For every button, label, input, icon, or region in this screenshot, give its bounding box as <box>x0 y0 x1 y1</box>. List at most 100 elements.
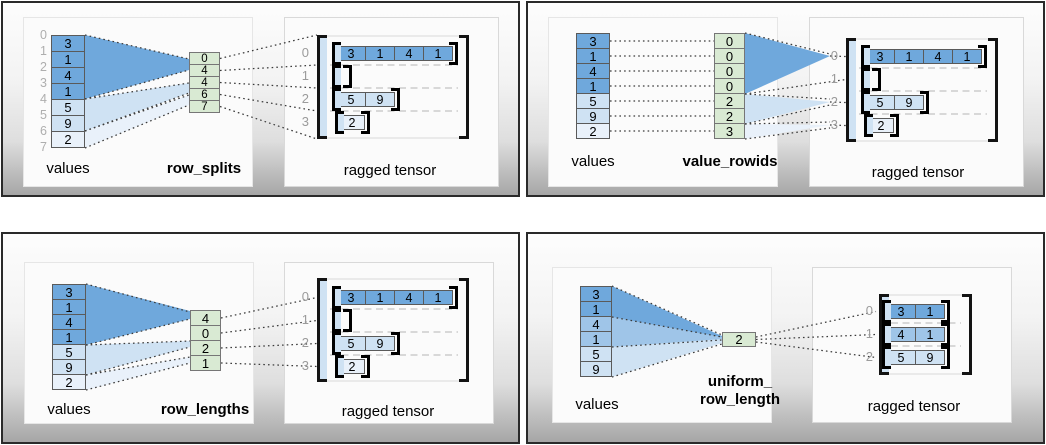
row-lengths-cell: 1 <box>190 355 221 371</box>
dotted-connectors <box>85 283 318 391</box>
tensor-row: 5 9 <box>861 91 929 114</box>
row-open-bracket <box>882 346 891 369</box>
value-cell: 5 <box>580 346 612 362</box>
tensor-row-empty <box>861 68 881 91</box>
row-close-bracket <box>941 323 950 346</box>
tensor-row-empty <box>332 309 352 332</box>
panel-row-splits: 0 1 2 3 4 5 6 7 3 1 4 1 5 9 2 0 4 4 6 7 … <box>1 1 520 197</box>
tensor-frame-lines <box>856 38 988 142</box>
connector-graphics <box>610 32 988 142</box>
value-cell: 3 <box>580 286 612 302</box>
row-close-bracket <box>449 286 458 309</box>
row-index: 1 <box>301 68 309 83</box>
dotted-connectors <box>611 285 877 378</box>
funnel-light <box>86 341 190 375</box>
tensor-row-empty <box>332 65 352 88</box>
tensor-row: 3 1 4 1 <box>861 45 987 68</box>
tensor-cell: 9 <box>365 336 395 351</box>
value-rowids-column: 0 0 0 0 2 2 3 <box>714 33 745 139</box>
tensor-row: 2 <box>335 355 370 378</box>
value-rowids-cell: 0 <box>714 78 745 94</box>
value-rowids-cell: 0 <box>714 48 745 64</box>
row-close-bracket <box>343 309 352 332</box>
row-open-bracket <box>335 111 344 134</box>
tensor-cell: 4 <box>394 46 424 61</box>
value-cell: 2 <box>51 131 85 148</box>
tensor-cell: 1 <box>365 290 395 305</box>
tensor-cell: 4 <box>394 290 424 305</box>
tensor-row: 3 1 4 1 <box>332 42 458 65</box>
row-lengths-cell: 4 <box>190 310 221 326</box>
values-label: values <box>571 153 615 170</box>
row-index: 3 <box>301 358 309 373</box>
method-label: row_lengths <box>160 401 250 418</box>
tensor-label: ragged tensor <box>867 398 961 415</box>
values-label: values <box>47 401 91 418</box>
row-index: 0 <box>830 48 838 63</box>
row-lengths-cell: 0 <box>190 325 221 341</box>
value-rowids-cell: 0 <box>714 63 745 79</box>
row-open-bracket <box>332 65 341 88</box>
value-index: 4 <box>40 92 47 106</box>
left-bracket <box>317 278 327 382</box>
row-open-bracket <box>882 323 891 346</box>
value-cell: 4 <box>580 316 612 332</box>
row-close-bracket <box>361 111 370 134</box>
row-open-bracket <box>882 300 891 323</box>
right-bracket <box>962 294 972 375</box>
funnel-pale <box>85 95 189 148</box>
row-close-bracket <box>890 114 899 137</box>
row-open-bracket <box>332 286 341 309</box>
value-index: 0 <box>40 28 47 42</box>
row-open-bracket <box>332 88 341 111</box>
row-close-bracket <box>978 45 987 68</box>
value-rowids-cell: 2 <box>714 108 745 124</box>
row-index: 2 <box>301 335 309 350</box>
value-cell: 1 <box>51 51 85 68</box>
dotted-connectors <box>84 34 318 149</box>
value-cell: 1 <box>576 78 610 94</box>
funnel-light <box>745 94 830 124</box>
value-rowids-cell: 0 <box>714 33 745 49</box>
row-splits-cell: 7 <box>189 100 220 113</box>
uniform-row-length-cell: 2 <box>722 332 756 347</box>
row-open-bracket <box>861 68 870 91</box>
value-cell: 4 <box>576 63 610 79</box>
row-open-bracket <box>332 42 341 65</box>
value-index: 6 <box>40 124 47 138</box>
tensor-frame-lines <box>327 35 459 139</box>
row-index: 2 <box>301 91 309 106</box>
value-cell: 2 <box>576 123 610 139</box>
tensor-row: 2 <box>335 111 370 134</box>
value-index: 2 <box>40 60 47 74</box>
tensor-cell: 9 <box>894 95 924 110</box>
left-bracket <box>846 38 856 142</box>
panel-uniform-row-length: 3 1 4 1 5 9 2 0 1 2 3 1 4 1 5 9 values u… <box>526 232 1045 444</box>
value-cell: 3 <box>576 33 610 49</box>
tensor-row: 5 9 <box>332 332 400 355</box>
value-index: 7 <box>40 140 47 154</box>
values-label: values <box>575 396 619 413</box>
right-bracket <box>988 38 998 142</box>
tensor-cell: 1 <box>952 49 982 64</box>
value-cell: 9 <box>580 361 612 377</box>
funnel-dark <box>745 33 830 94</box>
method-label-line1: uniform_ <box>707 373 773 390</box>
tensor-cell: 1 <box>915 327 945 342</box>
value-cell: 3 <box>52 284 86 300</box>
tensor-label: ragged tensor <box>871 164 965 181</box>
tensor-row: 2 <box>864 114 899 137</box>
value-cell: 3 <box>51 35 85 52</box>
row-index: 0 <box>301 45 309 60</box>
panel-value-rowids: 3 1 4 1 5 9 2 0 0 0 0 2 2 3 0 1 2 3 3 1 … <box>526 1 1045 197</box>
row-close-bracket <box>941 300 950 323</box>
value-cell: 5 <box>576 93 610 109</box>
row-close-bracket <box>391 332 400 355</box>
row-open-bracket <box>861 91 870 114</box>
funnel-dark <box>85 35 189 99</box>
dotted-connectors <box>610 32 847 140</box>
connector-graphics <box>85 278 459 391</box>
tensor-label: ragged tensor <box>343 162 437 179</box>
values-column: 3 1 4 1 5 9 2 <box>576 33 610 139</box>
funnel-pale <box>745 124 830 139</box>
